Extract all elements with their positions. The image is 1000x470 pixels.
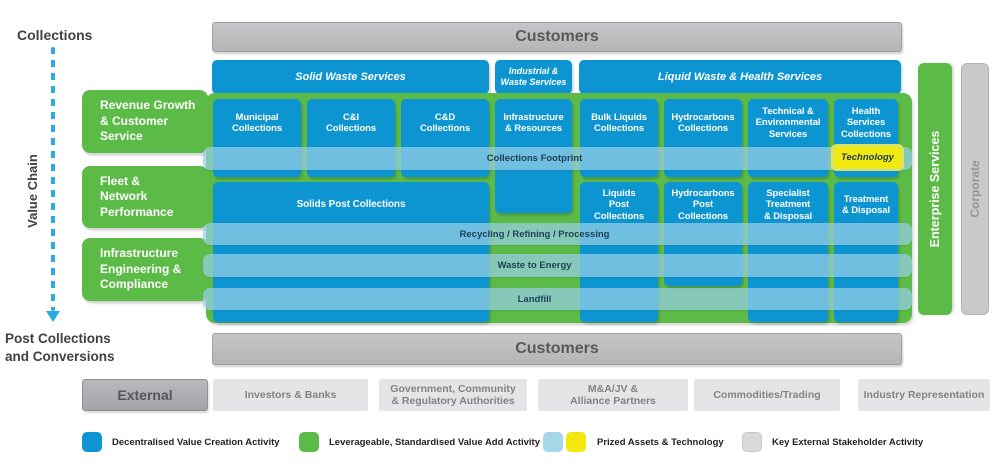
legend-swatch-lightblue bbox=[543, 432, 563, 452]
bar-collections-footprint: Collections Footprint bbox=[203, 147, 912, 170]
legend-label-leverageable: Leverageable, Standardised Value Add Act… bbox=[329, 437, 541, 448]
row-infrastructure-engineering: Infrastructure Engineering & Compliance bbox=[82, 238, 208, 301]
customers-bottom-banner: Customers bbox=[212, 333, 902, 365]
box-label: C&I Collections bbox=[325, 111, 377, 135]
legend-swatch-yellow bbox=[566, 432, 586, 452]
bar-label: Collections Footprint bbox=[486, 153, 583, 164]
external-commodities-trading: Commodities/Trading bbox=[694, 379, 840, 411]
post-collections-label: Post Collections and Conversions bbox=[5, 331, 115, 364]
corporate-bar: Corporate bbox=[961, 63, 989, 315]
box-label: Hydrocarbons Collections bbox=[671, 111, 735, 135]
collections-label: Collections bbox=[17, 27, 93, 43]
bar-label: Landfill bbox=[517, 293, 552, 305]
legend-label-prized-assets: Prized Assets & Technology bbox=[597, 437, 724, 448]
external-government-regulatory: Government, Community & Regulatory Autho… bbox=[379, 379, 527, 411]
legend-label-decentralised: Decentralised Value Creation Activity bbox=[112, 437, 280, 448]
legend-label-key-external: Key External Stakeholder Activity bbox=[772, 437, 924, 448]
legend-swatch-blue bbox=[82, 432, 102, 452]
enterprise-services-bar: Enterprise Services bbox=[918, 63, 952, 315]
header-solid-waste-services: Solid Waste Services bbox=[212, 60, 489, 94]
external-investors-banks: Investors & Banks bbox=[213, 379, 368, 411]
technology-highlight-box: Technology bbox=[831, 144, 904, 171]
bar-recycling-refining-processing: Recycling / Refining / Processing bbox=[203, 223, 912, 245]
customers-top-banner: Customers bbox=[212, 22, 902, 52]
box-label: Infrastructure & Resources bbox=[503, 111, 564, 135]
row-fleet-network: Fleet & Network Performance bbox=[82, 166, 208, 228]
box-label: Solids Post Collections bbox=[296, 199, 406, 211]
bar-waste-to-energy: Waste to Energy bbox=[203, 254, 912, 277]
bar-label: Waste to Energy bbox=[497, 260, 572, 271]
box-label: Treatment & Disposal bbox=[841, 193, 891, 217]
box-label: Municipal Collections bbox=[231, 111, 283, 135]
external-industry-representation: Industry Representation bbox=[858, 379, 990, 411]
bar-landfill: Landfill bbox=[203, 288, 912, 310]
box-label: Hydrocarbons Post Collections bbox=[671, 187, 735, 222]
box-label: Liquids Post Collections bbox=[593, 187, 645, 222]
value-chain-label: Value Chain bbox=[25, 154, 40, 228]
legend-swatch-gray bbox=[742, 432, 762, 452]
header-industrial-waste-services: Industrial & Waste Services bbox=[495, 60, 572, 94]
header-liquid-waste-health-services: Liquid Waste & Health Services bbox=[579, 60, 901, 94]
box-label: Specialist Treatment & Disposal bbox=[763, 187, 813, 222]
box-label: Health Services Collections bbox=[840, 105, 892, 140]
arrow-down-icon bbox=[46, 311, 60, 322]
bar-label: Recycling / Refining / Processing bbox=[459, 228, 610, 240]
box-label: Technical & Environmental Services bbox=[755, 105, 821, 140]
external-ma-jv-alliance: M&A/JV & Alliance Partners bbox=[538, 379, 688, 411]
value-chain-arrow-line bbox=[51, 47, 55, 311]
external-header: External bbox=[82, 379, 208, 411]
box-label: Bulk Liquids Collections bbox=[591, 111, 647, 135]
box-label: C&D Collections bbox=[419, 111, 471, 135]
row-revenue-growth: Revenue Growth & Customer Service bbox=[82, 90, 208, 153]
legend-swatch-green bbox=[299, 432, 319, 452]
